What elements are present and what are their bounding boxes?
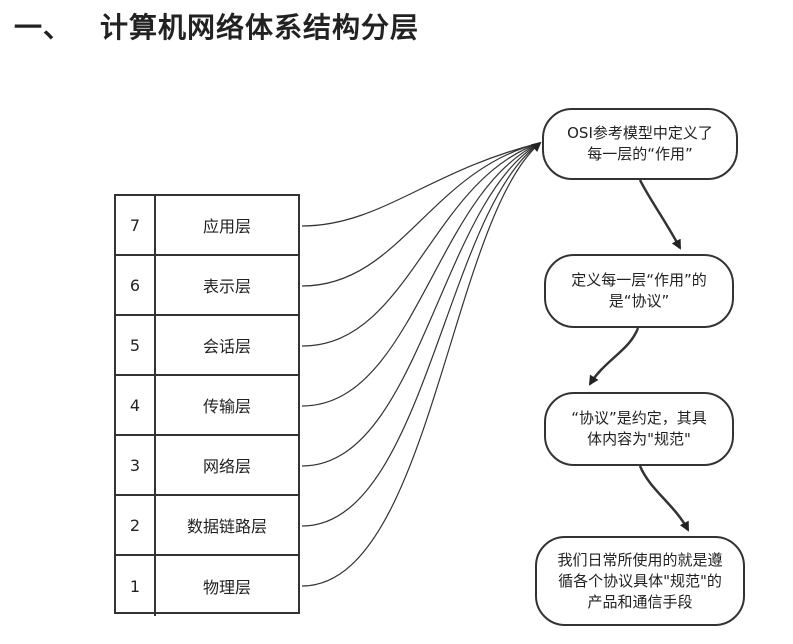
connector-layer-6 <box>301 142 541 287</box>
connector-layer-2 <box>301 142 541 527</box>
node-line: 定义每一层“作用”的 <box>571 271 707 289</box>
layer-name: 物理层 <box>202 578 251 597</box>
flow-arrow-1 <box>638 179 682 250</box>
layer-row-4: 4 传输层 <box>116 376 298 436</box>
node-protocol-specification: “协议”是约定，其具 体内容为"规范" <box>544 392 734 466</box>
layer-number: 6 <box>116 256 156 314</box>
layer-row-5: 5 会话层 <box>116 316 298 376</box>
node-line: 产品和通信手段 <box>587 592 693 611</box>
layer-number: 2 <box>116 496 156 554</box>
node-osi-definition: OSI参考模型中定义了 每一层的“作用” <box>542 108 738 180</box>
layer-row-3: 3 网络层 <box>116 436 298 496</box>
node-protocol-definition: 定义每一层“作用”的 是“协议” <box>544 254 734 328</box>
layer-number: 7 <box>116 196 156 254</box>
node-line: “协议”是约定，其具 <box>571 409 707 427</box>
connector-layer-7 <box>301 142 541 227</box>
node-line: OSI参考模型中定义了 <box>567 124 713 142</box>
layer-number: 5 <box>116 316 156 374</box>
osi-layer-table: 7 应用层 6 表示层 5 会话层 4 传输层 3 网络层 2 数据链路层 1 … <box>114 194 300 616</box>
connector-layer-3 <box>301 142 541 467</box>
node-line: 每一层的“作用” <box>587 145 693 163</box>
connector-layer-4 <box>301 142 541 407</box>
node-line: 体内容为"规范" <box>587 430 691 448</box>
layer-row-2: 2 数据链路层 <box>116 496 298 556</box>
layer-name: 传输层 <box>202 397 251 416</box>
flow-arrow-3 <box>638 465 690 532</box>
layer-number: 1 <box>116 556 156 616</box>
layer-name: 数据链路层 <box>186 517 267 536</box>
connector-layer-5 <box>301 142 541 347</box>
connector-layer-1 <box>301 141 542 587</box>
flow-arrow-2 <box>588 327 640 386</box>
layer-number: 3 <box>116 436 156 494</box>
node-line: 是“协议” <box>608 292 670 310</box>
layer-number: 4 <box>116 376 156 434</box>
layer-name: 网络层 <box>202 457 251 476</box>
node-products-and-means: 我们日常所使用的就是遵 循各个协议具体"规范"的 产品和通信手段 <box>535 536 745 626</box>
layer-row-1: 1 物理层 <box>116 556 298 616</box>
heading-number: 一、 <box>14 11 73 44</box>
layer-name: 会话层 <box>202 337 251 356</box>
layer-row-7: 7 应用层 <box>116 196 298 256</box>
layer-name: 表示层 <box>202 277 251 296</box>
section-heading: 一、计算机网络体系结构分层 <box>14 6 419 46</box>
layer-name: 应用层 <box>202 217 251 236</box>
node-line: 我们日常所使用的就是遵 <box>557 550 723 569</box>
heading-title: 计算机网络体系结构分层 <box>100 11 420 44</box>
layer-row-6: 6 表示层 <box>116 256 298 316</box>
node-line: 循各个协议具体"规范"的 <box>558 571 722 590</box>
